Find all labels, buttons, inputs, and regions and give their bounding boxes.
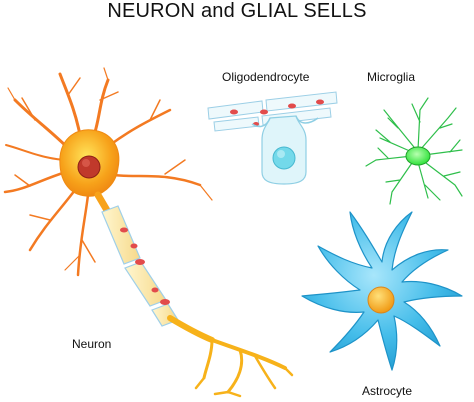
oligodendrocyte-cell (207, 91, 338, 185)
nodes-of-ranvier (120, 227, 170, 305)
astrocyte-cell (301, 211, 463, 371)
label-oligodendrocyte: Oligodendrocyte (222, 70, 310, 84)
label-neuron: Neuron (72, 337, 112, 351)
diagram-title: NEURON and GLIAL SELLS (107, 0, 367, 22)
label-astrocyte: Astrocyte (362, 384, 413, 398)
microglia-processes (365, 97, 463, 205)
oligo-nucleus (272, 146, 296, 170)
microglia-cell (365, 97, 463, 205)
label-microglia: Microglia (367, 70, 416, 84)
neuron-cell (3, 67, 294, 398)
microglia-soma (405, 146, 431, 166)
neuron-nucleus (77, 155, 101, 179)
axon-terminal (167, 315, 294, 398)
astrocyte-nucleus (367, 286, 395, 314)
myelin-sheath (101, 205, 179, 327)
